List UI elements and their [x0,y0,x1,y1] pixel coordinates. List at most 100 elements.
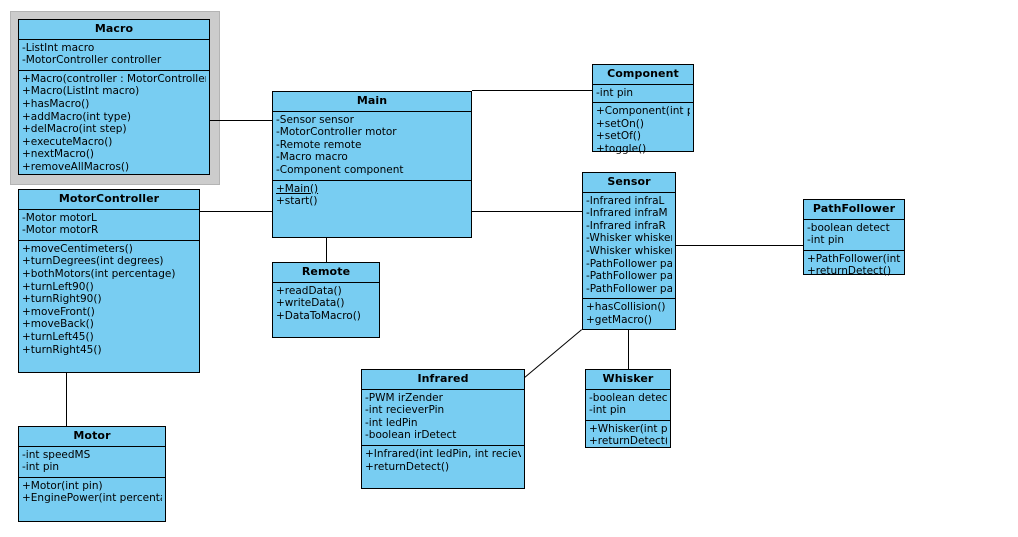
method-row: +hasCollision() [586,301,666,314]
attribute-row: -Infrared infraR [586,219,666,232]
method-row: +returnDetect() [589,435,667,448]
class-title-whisker: Whisker [586,370,670,390]
method-row: +DataToMacro() [276,309,361,322]
attribute-row: -Infrared infraL [586,194,665,207]
method-row: +addMacro(int type) [22,110,132,123]
uml-class-whisker[interactable]: Whisker -boolean detect -int pin +Whiske… [585,369,671,448]
method-row: +turnRight90() [22,293,102,306]
class-title-component: Component [593,65,693,85]
methods-whisker: +Whisker(int pin) +returnDetect() [586,421,670,451]
methods-remote: +readData() +writeData() +DataToMacro() [273,283,379,326]
class-title-macro: Macro [19,20,209,40]
class-title-pathfollower: PathFollower [804,200,904,220]
uml-class-macro[interactable]: Macro -ListInt macro -MotorController co… [18,19,210,175]
attribute-row: -int recieverPin [365,404,445,417]
method-row: +returnDetect() [807,265,892,278]
attribute-row: -int pin [596,86,634,99]
attributes-main: -Sensor sensor -MotorController motor -R… [273,112,471,181]
class-title-sensor: Sensor [583,173,675,193]
method-row: +readData() [276,284,342,297]
method-row: +executeMacro() [22,135,113,148]
method-row: +Macro(controller : MotorController) [22,72,206,85]
methods-motor: +Motor(int pin) +EnginePower(int percent… [19,478,165,508]
method-row: +PathFollower(int pin) [807,252,901,265]
method-row: +toggle() [596,142,647,155]
attribute-row: -int ledPin [365,416,418,429]
method-row: +hasMacro() [22,97,90,110]
method-row-static: +Main() [276,182,319,195]
attribute-row: -int speedMS [22,448,91,461]
class-title-remote: Remote [273,263,379,283]
method-row: +moveBack() [22,318,94,331]
methods-component: +Component(int pin) +setOn() +setOf() +t… [593,103,693,158]
attribute-row: -Remote remote [276,138,362,151]
methods-macro: +Macro(controller : MotorController) +Ma… [19,71,209,177]
class-title-infrared: Infrared [362,370,524,390]
method-row: +turnLeft90() [22,280,94,293]
attribute-row: -Component component [276,163,404,176]
attribute-row: -int pin [22,461,60,474]
edge-sensor-whisker [628,330,629,369]
edge-macro-main [195,120,274,121]
method-row: +moveFront() [22,305,95,318]
attributes-infrared: -PWM irZender -int recieverPin -int ledP… [362,390,524,446]
attribute-row: -MotorController motor [276,126,397,139]
edge-motorcontroller-main [195,211,274,212]
method-row: +removeAllMacros() [22,160,130,173]
method-row: +Component(int pin) [596,105,690,118]
attribute-row: -Infrared infraM [586,207,668,220]
uml-class-motor[interactable]: Motor -int speedMS -int pin +Motor(int p… [18,426,166,522]
attribute-row: -Macro macro [276,151,348,164]
methods-infrared: +Infrared(int ledPin, int recieverPin) +… [362,446,524,476]
attributes-whisker: -boolean detect -int pin [586,390,670,421]
attributes-motor: -int speedMS -int pin [19,447,165,478]
attribute-row: -ListInt macro [22,41,95,54]
attribute-row: -int pin [807,234,845,247]
method-row: +Whisker(int pin) [589,422,667,435]
edge-sensor-pathfollower [676,245,804,246]
attribute-row: -Motor motorR [22,224,99,237]
method-row: +Motor(int pin) [22,479,103,492]
class-title-motor: Motor [19,427,165,447]
edge-motorcontroller-motor [66,372,67,427]
method-row: +getMacro() [586,313,653,326]
attribute-row: -PWM irZender [365,391,443,404]
uml-class-motorcontroller[interactable]: MotorController -Motor motorL -Motor mot… [18,189,200,373]
attribute-row: -MotorController controller [22,54,162,67]
method-row: +bothMotors(int percentage) [22,267,176,280]
attribute-row: -Whisker whiskerL [586,232,672,245]
uml-class-pathfollower[interactable]: PathFollower -boolean detect -int pin +P… [803,199,905,278]
methods-motorcontroller: +moveCentimeters() +turnDegrees(int degr… [19,241,199,359]
method-row: +Infrared(int ledPin, int recieverPin) [365,447,521,460]
attribute-row: -Whisker whiskerR [586,244,672,257]
uml-class-remote[interactable]: Remote +readData() +writeData() +DataToM… [272,262,380,338]
method-row: +turnDegrees(int degrees) [22,255,164,268]
method-row: +setOn() [596,117,644,130]
attribute-row: -int pin [589,404,627,417]
method-row: +setOf() [596,130,641,143]
uml-class-component[interactable]: Component -int pin +Component(int pin) +… [592,64,694,155]
method-row: +nextMacro() [22,148,95,161]
attributes-component: -int pin [593,85,693,104]
uml-class-main[interactable]: Main -Sensor sensor -MotorController mot… [272,91,472,238]
attributes-sensor: -Infrared infraL -Infrared infraM -Infra… [583,193,675,300]
method-row: +turnRight45() [22,343,102,356]
method-row: +turnLeft45() [22,330,94,343]
uml-class-infrared[interactable]: Infrared -PWM irZender -int recieverPin … [361,369,525,489]
attributes-macro: -ListInt macro -MotorController controll… [19,40,209,71]
attribute-row: -PathFollower pathM [586,270,672,283]
edge-main-remote [326,238,327,262]
class-title-motorcontroller: MotorController [19,190,199,210]
method-row: +Macro(ListInt macro) [22,85,140,98]
attribute-row: -boolean irDetect [365,429,457,442]
method-row: +writeData() [276,297,345,310]
methods-sensor: +hasCollision() +getMacro() [583,299,675,329]
attribute-row: -Sensor sensor [276,113,354,126]
methods-main: +Main() +start() [273,181,471,211]
uml-class-sensor[interactable]: Sensor -Infrared infraL -Infrared infraM… [582,172,676,330]
attribute-row: -PathFollower pathL [586,257,672,270]
method-row: +start() [276,195,318,208]
method-row: +delMacro(int step) [22,123,127,136]
attribute-row: -boolean detect [589,391,667,404]
